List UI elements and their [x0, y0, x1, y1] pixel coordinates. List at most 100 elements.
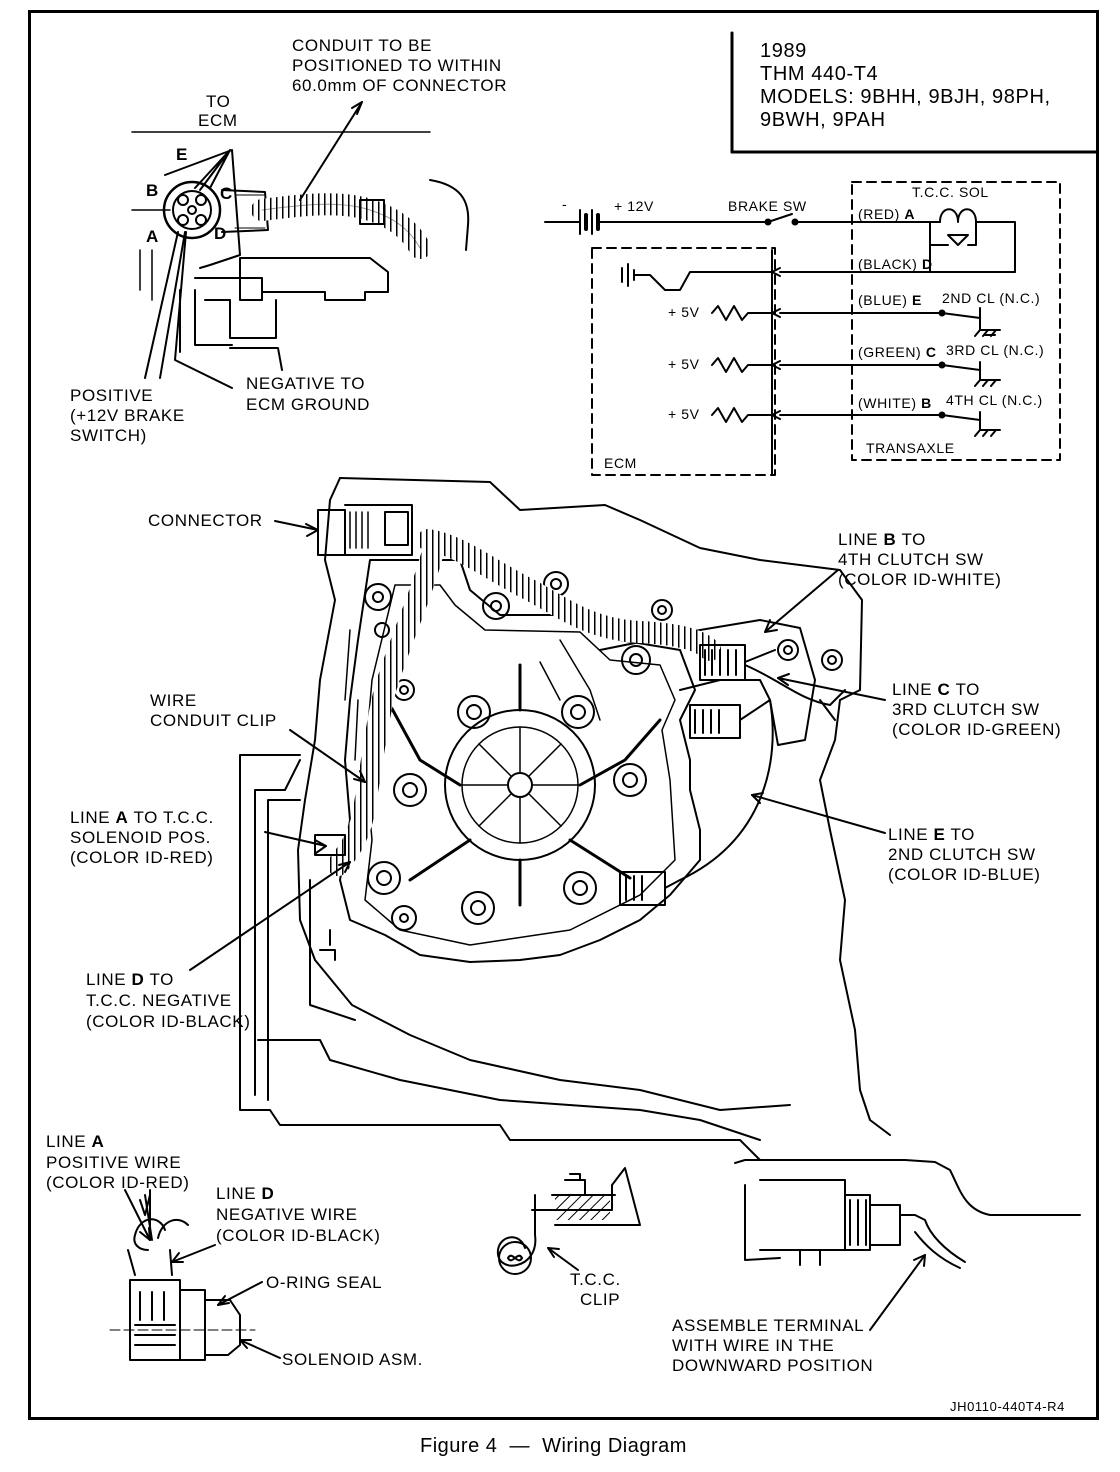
negative-label-1: NEGATIVE TO: [246, 374, 366, 393]
terminal-note-2: WITH WIRE IN THE: [672, 1336, 835, 1355]
wire-red-a-color: (RED): [858, 206, 905, 222]
line-a-letter: A: [115, 808, 129, 827]
pin-e-label: E: [176, 145, 188, 164]
wire-black-d: (BLACK) D: [858, 256, 933, 272]
line-a-label-2: SOLENOID POS.: [70, 828, 212, 847]
line-b-label-1: LINE B TO: [838, 530, 926, 550]
wire-red-a: (RED) A: [858, 206, 915, 222]
sol-line-a-prefix: LINE: [46, 1132, 92, 1151]
wire-black-d-letter: D: [921, 256, 933, 272]
line-d-suffix: TO: [144, 970, 174, 989]
line-d-prefix: LINE: [86, 970, 132, 989]
models-line-1: MODELS: 9BHH, 9BJH, 98PH,: [760, 86, 1051, 108]
line-c-suffix: TO: [950, 680, 980, 699]
sol-line-d-1: LINE D: [216, 1184, 274, 1204]
wire-red-a-letter: A: [904, 206, 916, 222]
line-e-label-3: (COLOR ID-BLUE): [888, 865, 1041, 884]
switch-2nd-cl: 2ND CL (N.C.): [942, 290, 1041, 306]
line-e-label-2: 2ND CLUTCH SW: [888, 845, 1036, 864]
line-e-prefix: LINE: [888, 825, 934, 844]
sol-line-d-letter: D: [261, 1184, 275, 1203]
line-c-letter: C: [937, 680, 951, 699]
line-a-label-3: (COLOR ID-RED): [70, 848, 214, 867]
line-d-label-3: (COLOR ID-BLACK): [86, 1012, 251, 1031]
wire-green-c: (GREEN) C: [858, 344, 937, 360]
ecm-5v-3: + 5V: [668, 406, 700, 422]
sol-line-a-2: POSITIVE WIRE: [46, 1153, 182, 1172]
line-b-label-3: (COLOR ID-WHITE): [838, 570, 1002, 589]
model-year: 1989: [760, 40, 807, 62]
line-c-label-1: LINE C TO: [892, 680, 980, 700]
line-e-label-1: LINE E TO: [888, 825, 975, 845]
pin-a-label: A: [146, 227, 159, 246]
sol-line-d-3: (COLOR ID-BLACK): [216, 1226, 381, 1245]
tcc-sol-label: T.C.C. SOL: [912, 184, 989, 200]
line-d-letter: D: [131, 970, 145, 989]
battery-minus: -: [562, 196, 568, 212]
tcc-clip-label-2: CLIP: [580, 1290, 621, 1309]
conduit-note-3: 60.0mm OF CONNECTOR: [292, 76, 508, 95]
line-c-prefix: LINE: [892, 680, 938, 699]
line-c-label-3: (COLOR ID-GREEN): [892, 720, 1062, 739]
line-a-prefix: LINE: [70, 808, 116, 827]
line-b-label-2: 4TH CLUTCH SW: [838, 550, 984, 569]
pin-b-label: B: [146, 181, 159, 200]
line-e-suffix: TO: [945, 825, 976, 844]
ecm-box-label: ECM: [604, 455, 637, 471]
terminal-note-3: DOWNWARD POSITION: [672, 1356, 874, 1375]
pin-d-label: D: [214, 224, 227, 243]
positive-label-1: POSITIVE: [70, 386, 154, 405]
positive-label-2: (+12V BRAKE: [70, 406, 185, 425]
wire-clip-label-1: WIRE: [150, 691, 197, 710]
oring-seal-label: O-RING SEAL: [266, 1273, 383, 1292]
figure-caption: Figure 4 — Wiring Diagram: [420, 1435, 687, 1457]
terminal-note-1: ASSEMBLE TERMINAL: [672, 1316, 865, 1335]
wire-green-c-color: (GREEN): [858, 344, 926, 360]
sol-line-a-3: (COLOR ID-RED): [46, 1173, 190, 1192]
wire-green-c-letter: C: [925, 344, 937, 360]
connector-label: CONNECTOR: [148, 511, 263, 530]
tcc-clip-label-1: T.C.C.: [570, 1270, 621, 1289]
conduit-note-2: POSITIONED TO WITHIN: [292, 56, 502, 75]
line-c-label-2: 3RD CLUTCH SW: [892, 700, 1040, 719]
battery-plus12v: + 12V: [614, 198, 654, 214]
wire-white-b-color: (WHITE): [858, 395, 922, 411]
to-ecm-1: TO: [206, 92, 231, 111]
wire-white-b-letter: B: [921, 395, 932, 411]
line-b-letter: B: [883, 530, 897, 549]
to-ecm-2: ECM: [198, 111, 238, 130]
wire-black-d-color: (BLACK): [858, 256, 922, 272]
ecm-5v-1: + 5V: [668, 304, 700, 320]
line-d-label-1: LINE D TO: [86, 970, 174, 990]
positive-label-3: SWITCH): [70, 426, 147, 445]
wire-clip-label-2: CONDUIT CLIP: [150, 711, 277, 730]
transaxle-name: THM 440-T4: [760, 63, 879, 85]
solenoid-asm-label: SOLENOID ASM.: [282, 1350, 424, 1369]
line-d-label-2: T.C.C. NEGATIVE: [86, 991, 232, 1010]
line-a-label-1: LINE A TO T.C.C.: [70, 808, 214, 828]
sol-line-d-2: NEGATIVE WIRE: [216, 1205, 358, 1224]
line-e-letter: E: [933, 825, 946, 844]
sol-line-d-prefix: LINE: [216, 1184, 262, 1203]
wire-blue-e-color: (BLUE): [858, 292, 912, 308]
brake-switch-label: BRAKE SW: [728, 198, 807, 214]
line-b-prefix: LINE: [838, 530, 884, 549]
reference-code: JH0110-440T4-R4: [950, 1399, 1065, 1414]
switch-3rd-cl: 3RD CL (N.C.): [946, 342, 1045, 358]
switch-4th-cl: 4TH CL (N.C.): [946, 392, 1043, 408]
sol-line-a-letter: A: [91, 1132, 105, 1151]
ecm-5v-2: + 5V: [668, 356, 700, 372]
transaxle-box-label: TRANSAXLE: [866, 440, 955, 456]
negative-label-2: ECM GROUND: [246, 395, 371, 414]
models-line-2: 9BWH, 9PAH: [760, 109, 886, 131]
conduit-note-1: CONDUIT TO BE: [292, 36, 433, 55]
wire-blue-e-letter: E: [912, 292, 922, 308]
line-b-suffix: TO: [896, 530, 926, 549]
figure-frame: [28, 10, 1099, 1420]
line-a-suffix: TO T.C.C.: [128, 808, 214, 827]
pin-c-label: C: [220, 184, 233, 203]
wire-white-b: (WHITE) B: [858, 395, 932, 411]
wire-blue-e: (BLUE) E: [858, 292, 922, 308]
